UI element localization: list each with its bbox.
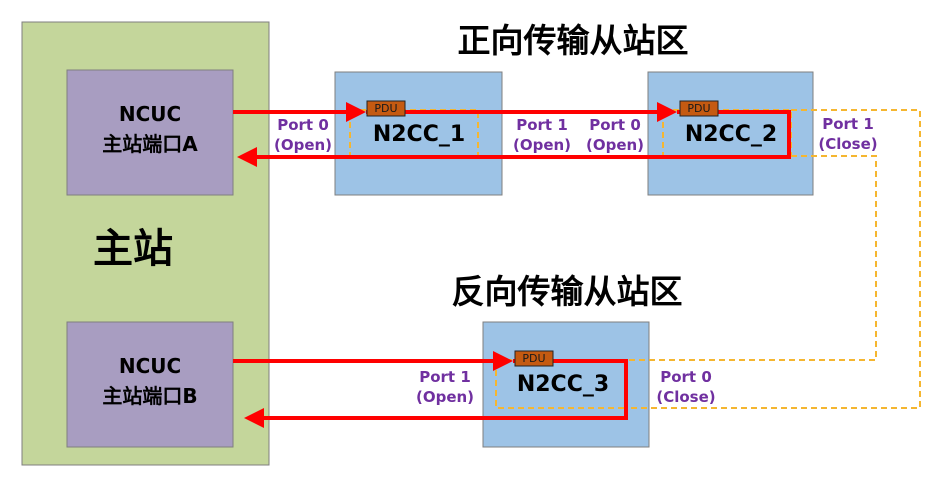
n2cc-2-port1-state: (Close) — [818, 135, 877, 153]
ncuc-port-a-line2: 主站端口A — [102, 132, 198, 156]
ncuc-port-b-line2: 主站端口B — [102, 384, 197, 408]
ncuc-port-a-line1: NCUC — [119, 102, 181, 126]
n2cc-1-port1-state: (Open) — [513, 136, 571, 154]
reverse-zone-title: 反向传输从站区 — [452, 272, 683, 311]
ncuc-port-b-line1: NCUC — [119, 354, 181, 378]
closed-link-outer — [626, 109, 921, 409]
n2cc-1-name: N2CC_1 — [373, 122, 465, 147]
n2cc-2-port0-name: Port 0 — [589, 116, 641, 134]
ncuc-port-a-box — [66, 69, 234, 196]
n2cc-2-pdu-label: PDU — [687, 102, 710, 115]
n2cc-3-port0-state: (Close) — [656, 388, 715, 406]
n2cc-3-port1-state: (Open) — [416, 388, 474, 406]
master-station-title: 主站 — [93, 226, 173, 272]
n2cc-2-name: N2CC_2 — [685, 122, 777, 147]
closed-link-inner — [626, 155, 877, 361]
n2cc-3-port1-name: Port 1 — [419, 368, 471, 386]
n2cc-1-port0-name: Port 0 — [277, 116, 329, 134]
n2cc-1-pdu-badge — [366, 100, 406, 117]
ncuc-port-b-box — [66, 321, 234, 448]
n2cc-1-box — [334, 71, 503, 196]
n2cc-2-pdu-badge — [679, 100, 719, 117]
n2cc-3-box — [482, 321, 650, 448]
n2cc-2-box — [647, 71, 814, 196]
n2cc-3-pdu-badge — [514, 350, 554, 367]
n2cc-1-pdu-label: PDU — [374, 102, 397, 115]
n2cc-1-port0-state: (Open) — [274, 136, 332, 154]
forward-zone-title: 正向传输从站区 — [458, 21, 689, 60]
n2cc-3-pdu-label: PDU — [522, 352, 545, 365]
n2cc-3-name: N2CC_3 — [517, 372, 609, 397]
n2cc-2-port1-name: Port 1 — [822, 115, 874, 133]
n2cc-2-port0-state: (Open) — [586, 136, 644, 154]
n2cc-3-port0-name: Port 0 — [660, 368, 712, 386]
active-link-reverse-return — [244, 359, 628, 428]
active-link-return — [237, 110, 791, 167]
n2cc-1-port1-name: Port 1 — [516, 116, 568, 134]
